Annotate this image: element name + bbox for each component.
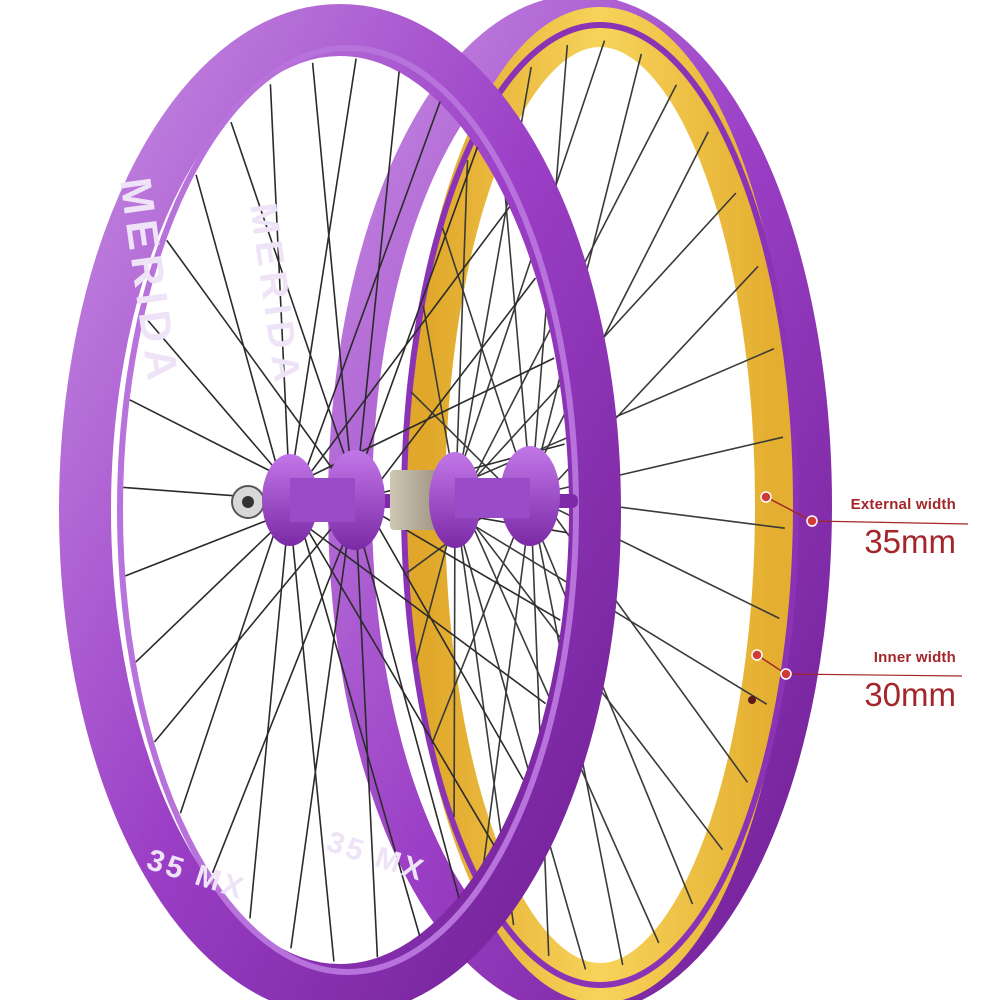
spoke	[143, 315, 291, 487]
spoke	[179, 485, 291, 814]
inner-width-title: Inner width	[873, 649, 956, 666]
inner-width-annotation: Inner width 30mm	[864, 649, 956, 711]
inner-width-connector	[756, 654, 787, 675]
spoke	[529, 481, 550, 957]
width-markers	[751, 491, 969, 680]
external-width-leader	[811, 520, 969, 525]
rear-wheel	[328, 0, 832, 1005]
inner-width-leader	[785, 673, 963, 677]
spoke	[135, 513, 291, 663]
spoke	[354, 499, 379, 958]
external-width-value: 35mm	[864, 523, 956, 560]
external-width-connector	[765, 496, 813, 522]
spoke	[249, 499, 291, 919]
front-spokes	[123, 58, 567, 962]
spoke	[153, 499, 356, 743]
spoke	[289, 513, 547, 705]
spoke	[289, 206, 511, 501]
spoke	[290, 485, 356, 949]
spoke	[454, 40, 606, 487]
front-rim	[59, 4, 621, 1005]
external-width-point-a	[760, 491, 772, 503]
spoke	[230, 121, 356, 487]
spoke	[195, 174, 291, 515]
external-width-title: External width	[850, 496, 956, 513]
spoke	[354, 485, 524, 780]
spoke	[354, 146, 479, 487]
spoke	[354, 513, 460, 899]
spoke	[354, 277, 537, 515]
spoke	[289, 513, 335, 962]
front-rim-inner-edge	[117, 45, 579, 975]
spoke	[311, 62, 356, 515]
external-width-annotation: External width 35mm	[851, 496, 956, 558]
spoke	[529, 131, 710, 483]
spoke	[211, 513, 356, 874]
front-hub-body	[290, 478, 355, 522]
spoke	[166, 239, 356, 501]
spoke	[269, 84, 291, 501]
spoke	[289, 58, 357, 487]
spoke	[289, 499, 495, 846]
inner-width-point-a	[751, 649, 763, 661]
spoke	[454, 513, 587, 970]
rear-hub-body	[455, 478, 530, 518]
spoke	[529, 509, 694, 905]
spoke	[289, 485, 421, 936]
spoke	[354, 71, 400, 501]
inner-width-point-b	[780, 668, 792, 680]
spoke	[289, 101, 441, 515]
spoke	[441, 227, 531, 497]
spoke	[480, 509, 531, 879]
freehub-body	[390, 470, 442, 530]
rim-brand-decal-2: MERIDA	[241, 200, 308, 390]
rear-valve-hole-2	[748, 696, 756, 704]
external-width-point-b	[806, 515, 818, 527]
spoke	[529, 265, 759, 511]
inner-width-value: 30mm	[864, 676, 956, 713]
spoke	[354, 499, 561, 621]
axle-bolt	[242, 496, 254, 508]
hub-assembly	[231, 446, 578, 550]
